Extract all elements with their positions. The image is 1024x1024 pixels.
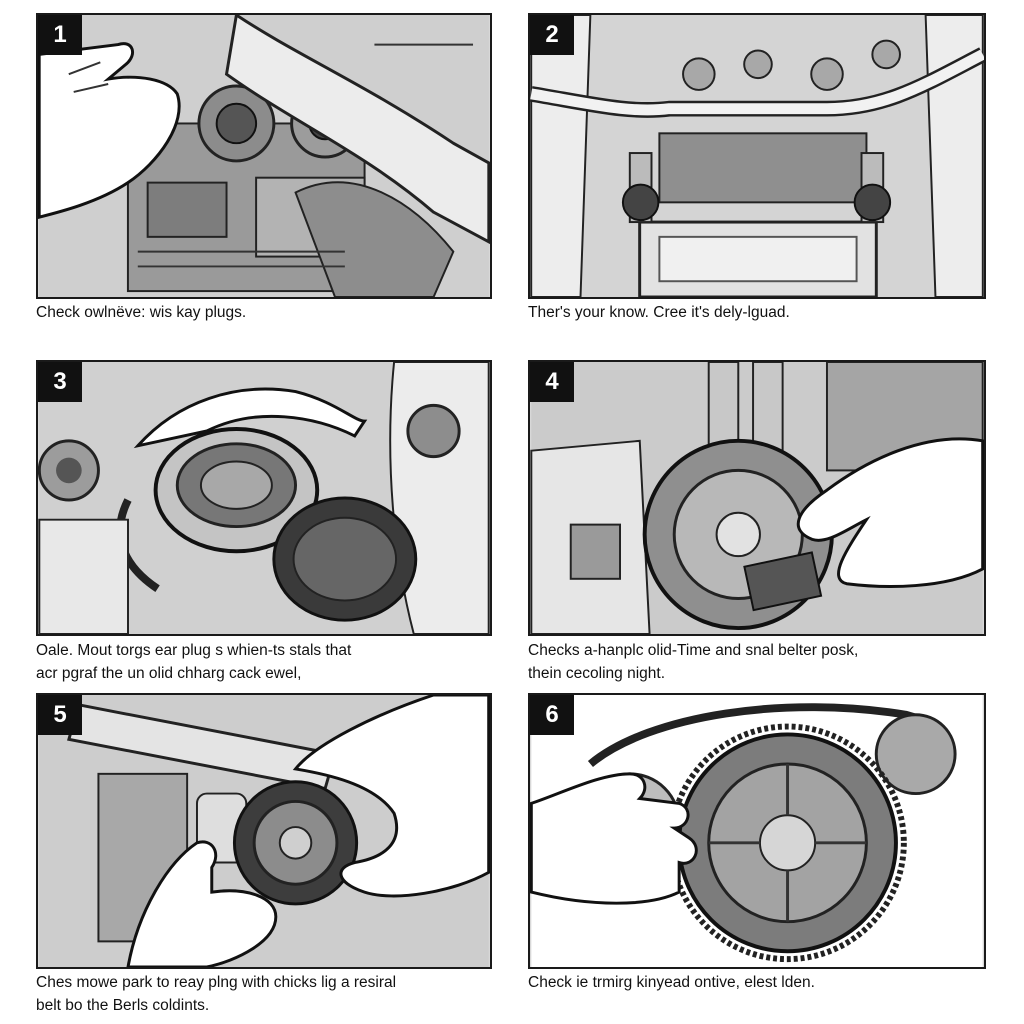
step-number-badge: 6 <box>530 695 574 735</box>
caption-line: acr pgraf the un olid chharg cack ewel, <box>36 665 302 682</box>
step-number-badge: 1 <box>38 15 82 55</box>
step-number-badge: 3 <box>38 362 82 402</box>
step-number-badge: 5 <box>38 695 82 735</box>
step-2-illustration: 2 <box>528 13 986 299</box>
caption-line: Check ie trmirg kinyead ontive, elest ld… <box>528 974 815 991</box>
caption-line: Ches mowe park to reay plng with chicks … <box>36 974 397 991</box>
step-3-illustration: 3 <box>36 360 492 636</box>
step-6-illustration: 6 <box>528 693 986 969</box>
component-drawing <box>530 695 983 967</box>
step-1-illustration: 1 <box>36 13 492 299</box>
step-4-caption: Checks a-hanplc olid-Time and snal belte… <box>528 639 988 685</box>
component-drawing <box>530 362 984 634</box>
step-2-caption: Ther's your know. Cree it's dely-lguad. <box>528 301 988 324</box>
caption-line: Oale. Mout torgs ear plug s whien-ts sta… <box>36 642 352 659</box>
caption-line: thein cecoling night. <box>528 665 666 682</box>
step-number-badge: 4 <box>530 362 574 402</box>
caption-line: belt bo the Berls coldints. <box>36 997 210 1014</box>
caption-line: Check owlnëve: wis kay plugs. <box>36 304 247 321</box>
step-5-illustration: 5 <box>36 693 492 969</box>
step-3-caption: Oale. Mout torgs ear plug s whien-ts sta… <box>36 639 496 685</box>
step-1-caption: Check owlnëve: wis kay plugs. <box>36 301 496 324</box>
step-5-caption: Ches mowe park to reay plng with chicks … <box>36 971 506 1017</box>
step-6-caption: Check ie trmirg kinyead ontive, elest ld… <box>528 971 988 994</box>
component-drawing <box>39 695 490 967</box>
caption-line: Ther's your know. Cree it's dely-lguad. <box>528 304 790 321</box>
component-drawing <box>38 362 490 634</box>
engine-bay-drawing <box>38 15 490 297</box>
step-number-badge: 2 <box>530 15 574 55</box>
step-4-illustration: 4 <box>528 360 986 636</box>
engine-top-drawing <box>530 15 984 297</box>
caption-line: Checks a-hanplc olid-Time and snal belte… <box>528 642 859 659</box>
